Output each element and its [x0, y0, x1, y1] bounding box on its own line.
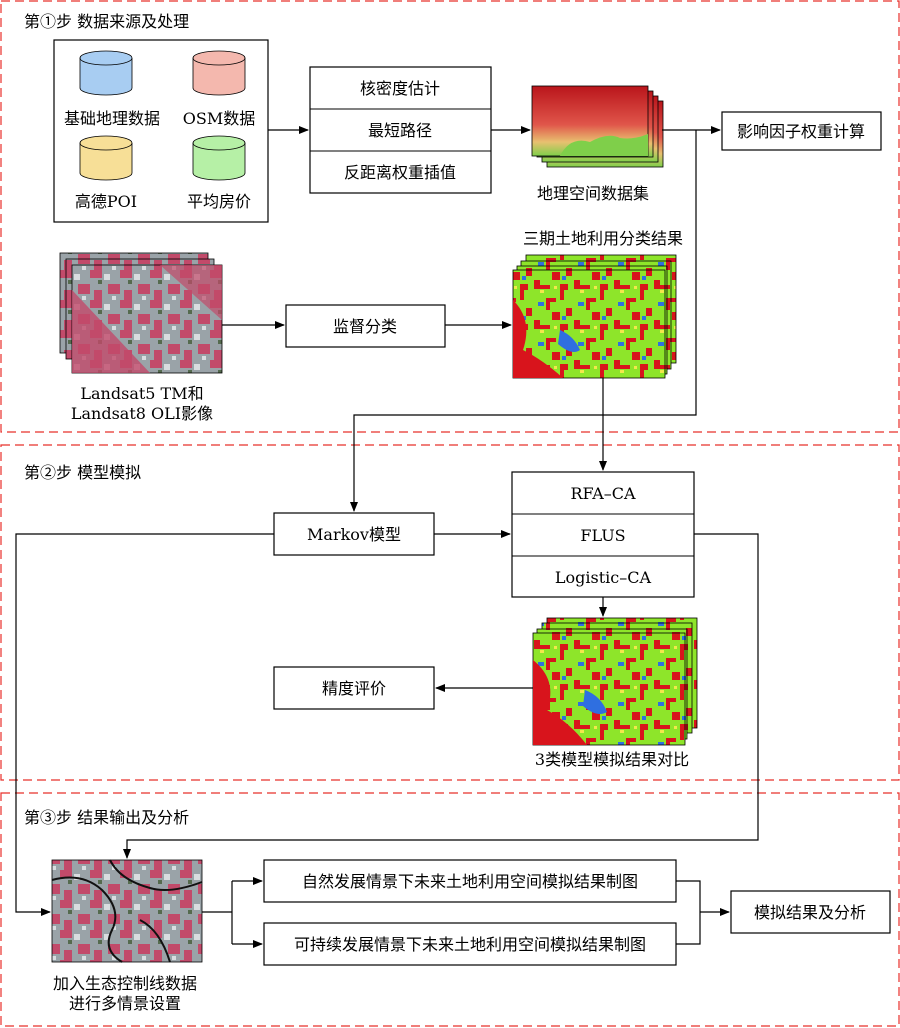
scenario-natural-label: 自然发展情景下未来土地利用空间模拟结果制图: [302, 872, 638, 891]
database-icon-house-price: [192, 135, 246, 181]
accuracy-box: [273, 666, 435, 710]
database-icon-gaode-poi: [79, 135, 133, 181]
method-idw: 反距离权重插值: [344, 163, 456, 182]
scenario-sustainable-label: 可持续发展情景下未来土地利用空间模拟结果制图: [294, 935, 646, 954]
section-step1: [0, 0, 900, 433]
ecology-image: [51, 859, 203, 963]
database-icon-osm: [192, 50, 246, 96]
scenario-natural-box: [263, 859, 677, 903]
step2-title: 第②步 模型模拟: [24, 463, 141, 482]
label-osm: OSM数据: [183, 109, 255, 128]
model-flus: FLUS: [580, 526, 625, 545]
markov-label: Markov模型: [307, 525, 401, 544]
weight-calc-box: [721, 111, 882, 151]
label-basic-geo: 基础地理数据: [64, 109, 160, 128]
model-logistic-ca: Logistic–CA: [555, 568, 652, 587]
ecology-label-1: 加入生态控制线数据: [53, 974, 197, 993]
landsat-label-1: Landsat5 TM和: [80, 384, 203, 403]
geo-dataset-label: 地理空间数据集: [537, 184, 649, 203]
connectors: [15, 126, 759, 948]
landsat-label-2: Landsat8 OLI影像: [71, 404, 213, 423]
geo-dataset-image: [531, 85, 664, 168]
weight-calc-label: 影响因子权重计算: [737, 122, 865, 141]
section-step3: [0, 792, 900, 1027]
label-gaode-poi: 高德POI: [75, 192, 137, 211]
supervised-classification-box: [285, 304, 446, 348]
final-analysis-label: 模拟结果及分析: [754, 903, 866, 922]
final-analysis-box: [730, 890, 891, 934]
label-house-price: 平均房价: [187, 192, 251, 211]
ecology-label-2: 进行多情景设置: [69, 994, 181, 1013]
model-compare-image: [532, 617, 698, 746]
model-rfa-ca: RFA–CA: [570, 484, 636, 503]
method-shortest-path: 最短路径: [368, 121, 432, 140]
supervised-classification-label: 监督分类: [333, 317, 397, 336]
landsat-image: [59, 252, 223, 374]
accuracy-label: 精度评价: [322, 679, 386, 698]
section-step2: [0, 444, 900, 781]
step1-title: 第①步 数据来源及处理: [24, 12, 189, 31]
database-icon-basic-geo: [79, 50, 133, 96]
step3-title: 第③步 结果输出及分析: [24, 808, 189, 827]
models-box: [511, 471, 695, 598]
three-period-landuse-image: [512, 254, 677, 379]
method-kde: 核密度估计: [360, 79, 440, 98]
three-period-label: 三期土地利用分类结果: [523, 229, 683, 248]
model-compare-label: 3类模型模拟结果对比: [535, 750, 689, 769]
